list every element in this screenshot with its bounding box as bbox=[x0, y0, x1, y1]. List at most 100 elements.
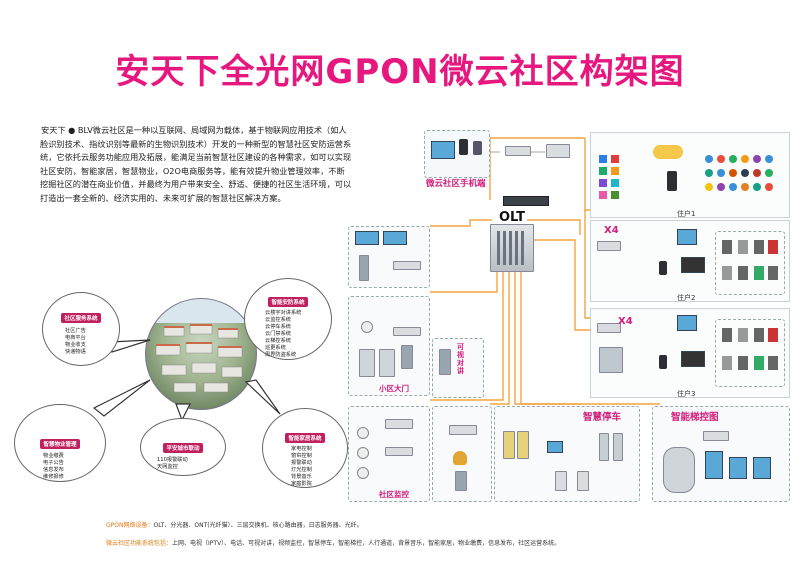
tv-icon bbox=[681, 257, 705, 273]
core-router bbox=[505, 146, 531, 156]
parking-gate bbox=[613, 433, 623, 461]
turnstile bbox=[359, 349, 375, 377]
region-label-user1: 住户1 bbox=[677, 210, 696, 218]
indoor-monitor bbox=[677, 315, 697, 331]
bubble-text: 家电控制 窗帘控制 报警联动 灯光控制 背景音乐 家庭影院 bbox=[291, 446, 312, 487]
footer-functions: 微云社区功能系统包括：上网、电视（IPTV）、电话、可视对讲，视频监控，智慧停车… bbox=[106, 538, 560, 547]
region-label-elevator: 智能梯控图 bbox=[671, 412, 719, 423]
user3-panel: 住户3 bbox=[590, 308, 790, 398]
elevator-panel: 智能梯控图 bbox=[652, 406, 790, 502]
nvr-device bbox=[385, 419, 413, 429]
door-station bbox=[359, 255, 369, 281]
poe-switch bbox=[385, 447, 413, 456]
region-label-monitor: 社区监控 bbox=[379, 490, 409, 499]
bubble-text: 社区广告 电商平台 物业收支 快递物语 bbox=[65, 328, 86, 355]
indoor-monitor bbox=[677, 229, 697, 245]
region-label-parking: 智慧停车 bbox=[583, 412, 622, 423]
turnstile bbox=[379, 349, 395, 377]
intercom-unit bbox=[439, 349, 451, 375]
phone-icon bbox=[659, 355, 667, 369]
monitor-panel: 社区监控 bbox=[348, 406, 430, 502]
bubble-title: 平安城市联动 bbox=[163, 443, 203, 453]
bubble-community-service: 社区服务系统 社区广告 电商平台 物业收支 快递物语 bbox=[42, 292, 120, 366]
home-devices bbox=[715, 231, 785, 295]
intercom-panel bbox=[348, 226, 430, 288]
region-label-mobile: 微云社区手机端 bbox=[426, 179, 486, 189]
door-station bbox=[455, 471, 467, 491]
bubble-alarm-linkage: 平安城市联动 110报警联动 天网监控 bbox=[140, 418, 226, 476]
bubble-title: 智慧物业管理 bbox=[40, 439, 80, 449]
region-label-user3: 住户3 bbox=[677, 390, 696, 398]
parking-gate bbox=[517, 431, 529, 459]
parking-controller bbox=[577, 471, 589, 491]
mobile-end-panel bbox=[424, 130, 490, 178]
elevator-reader bbox=[705, 451, 723, 479]
smart-home-icons bbox=[703, 153, 785, 209]
community-photo bbox=[145, 298, 257, 410]
x4-label: X4 bbox=[604, 225, 619, 236]
bubble-security-system: 智能安防系统 云楼宇对讲系统 云监控系统 云停车系统 云门禁系统 云梯控系统 巡… bbox=[244, 278, 332, 360]
footer-func-text: 上网、电视（IPTV）、电话、可视对讲，视频监控，智慧停车，智能梯控，人行通道，… bbox=[172, 540, 561, 547]
elevator-controller bbox=[703, 431, 729, 441]
page-title: 安天下全光网GPON微云社区构架图 bbox=[115, 52, 685, 92]
management-screen bbox=[355, 231, 379, 245]
ont-device bbox=[597, 241, 621, 251]
property-panel bbox=[432, 406, 492, 502]
camera-icon bbox=[357, 447, 369, 459]
ont-device bbox=[597, 323, 621, 333]
switch-device bbox=[393, 261, 421, 270]
intro-paragraph: 安天下 ● BLV微云社区是一种以互联网、局域网为载体，基于物联网应用技术（如人… bbox=[40, 125, 352, 203]
parking-panel: 智慧停车 bbox=[494, 406, 640, 502]
camera-icon bbox=[357, 467, 369, 479]
user1-panel: 住户1 bbox=[590, 132, 790, 218]
bubble-text: 物业缴费 电子公告 信息发布 维修报修 bbox=[43, 453, 64, 480]
bubble-smart-home: 智能家居系统 家电控制 窗帘控制 报警联动 灯光控制 背景音乐 家庭影院 bbox=[262, 408, 348, 488]
parking-controller bbox=[555, 471, 567, 491]
guard-icon bbox=[453, 451, 467, 465]
phone-icon bbox=[667, 171, 677, 191]
bubble-title: 社区服务系统 bbox=[61, 313, 101, 323]
log-server bbox=[546, 144, 570, 158]
management-screen bbox=[383, 231, 407, 245]
elevator-car bbox=[663, 447, 695, 493]
bubble-title: 智能安防系统 bbox=[268, 297, 308, 307]
home-devices bbox=[715, 319, 785, 387]
parking-gate bbox=[503, 431, 515, 459]
monitor-icon bbox=[431, 141, 455, 159]
footer-gpon-text: OLT、分光器、ONT(光纤猫）、三层交换机、核心路由器，日志服务器、光纤。 bbox=[153, 522, 363, 529]
core-switch bbox=[503, 196, 549, 206]
door-station bbox=[401, 345, 413, 369]
footer-gpon: GPON网络设备：OLT、分光器、ONT(光纤猫）、三层交换机、核心路由器，日志… bbox=[106, 520, 363, 529]
visual-intercom-panel: 可视对讲 bbox=[432, 338, 484, 398]
app-icons bbox=[597, 153, 637, 209]
parking-gate bbox=[599, 433, 609, 461]
distribution-box bbox=[599, 347, 623, 373]
camera-icon bbox=[357, 427, 369, 439]
gate-switch bbox=[393, 327, 421, 336]
elevator-reader bbox=[729, 457, 747, 479]
footer-gpon-label: GPON网络设备： bbox=[106, 522, 154, 529]
region-label-user2: 住户2 bbox=[677, 294, 696, 302]
parking-screen bbox=[547, 441, 563, 453]
elevator-reader bbox=[753, 457, 771, 479]
gate-panel: 小区大门 bbox=[348, 296, 430, 396]
olt-device bbox=[490, 224, 534, 272]
bubble-text: 110报警联动 天网监控 bbox=[157, 457, 188, 470]
footer-func-label: 微云社区功能系统包括： bbox=[106, 540, 173, 547]
cloud-icon bbox=[653, 145, 683, 159]
server-device bbox=[449, 425, 477, 435]
camera-icon bbox=[361, 321, 373, 333]
bubble-text: 云楼宇对讲系统 云监控系统 云停车系统 云门禁系统 云梯控系统 巡更系统 周界防… bbox=[265, 310, 302, 358]
olt-ports bbox=[497, 231, 524, 265]
phone-icon bbox=[459, 139, 468, 155]
bubble-property-management: 智慧物业管理 物业缴费 电子公告 信息发布 维修报修 bbox=[14, 404, 106, 482]
user2-panel: 住户2 bbox=[590, 220, 790, 302]
bubble-title: 智能家居系统 bbox=[285, 433, 325, 443]
tv-icon bbox=[681, 351, 705, 367]
phone-icon bbox=[473, 141, 482, 155]
x4-label: X4 bbox=[618, 316, 633, 327]
olt-label: OLT bbox=[499, 210, 526, 225]
region-label-gate: 小区大门 bbox=[379, 384, 409, 393]
region-label-visual: 可视对讲 bbox=[457, 343, 464, 375]
